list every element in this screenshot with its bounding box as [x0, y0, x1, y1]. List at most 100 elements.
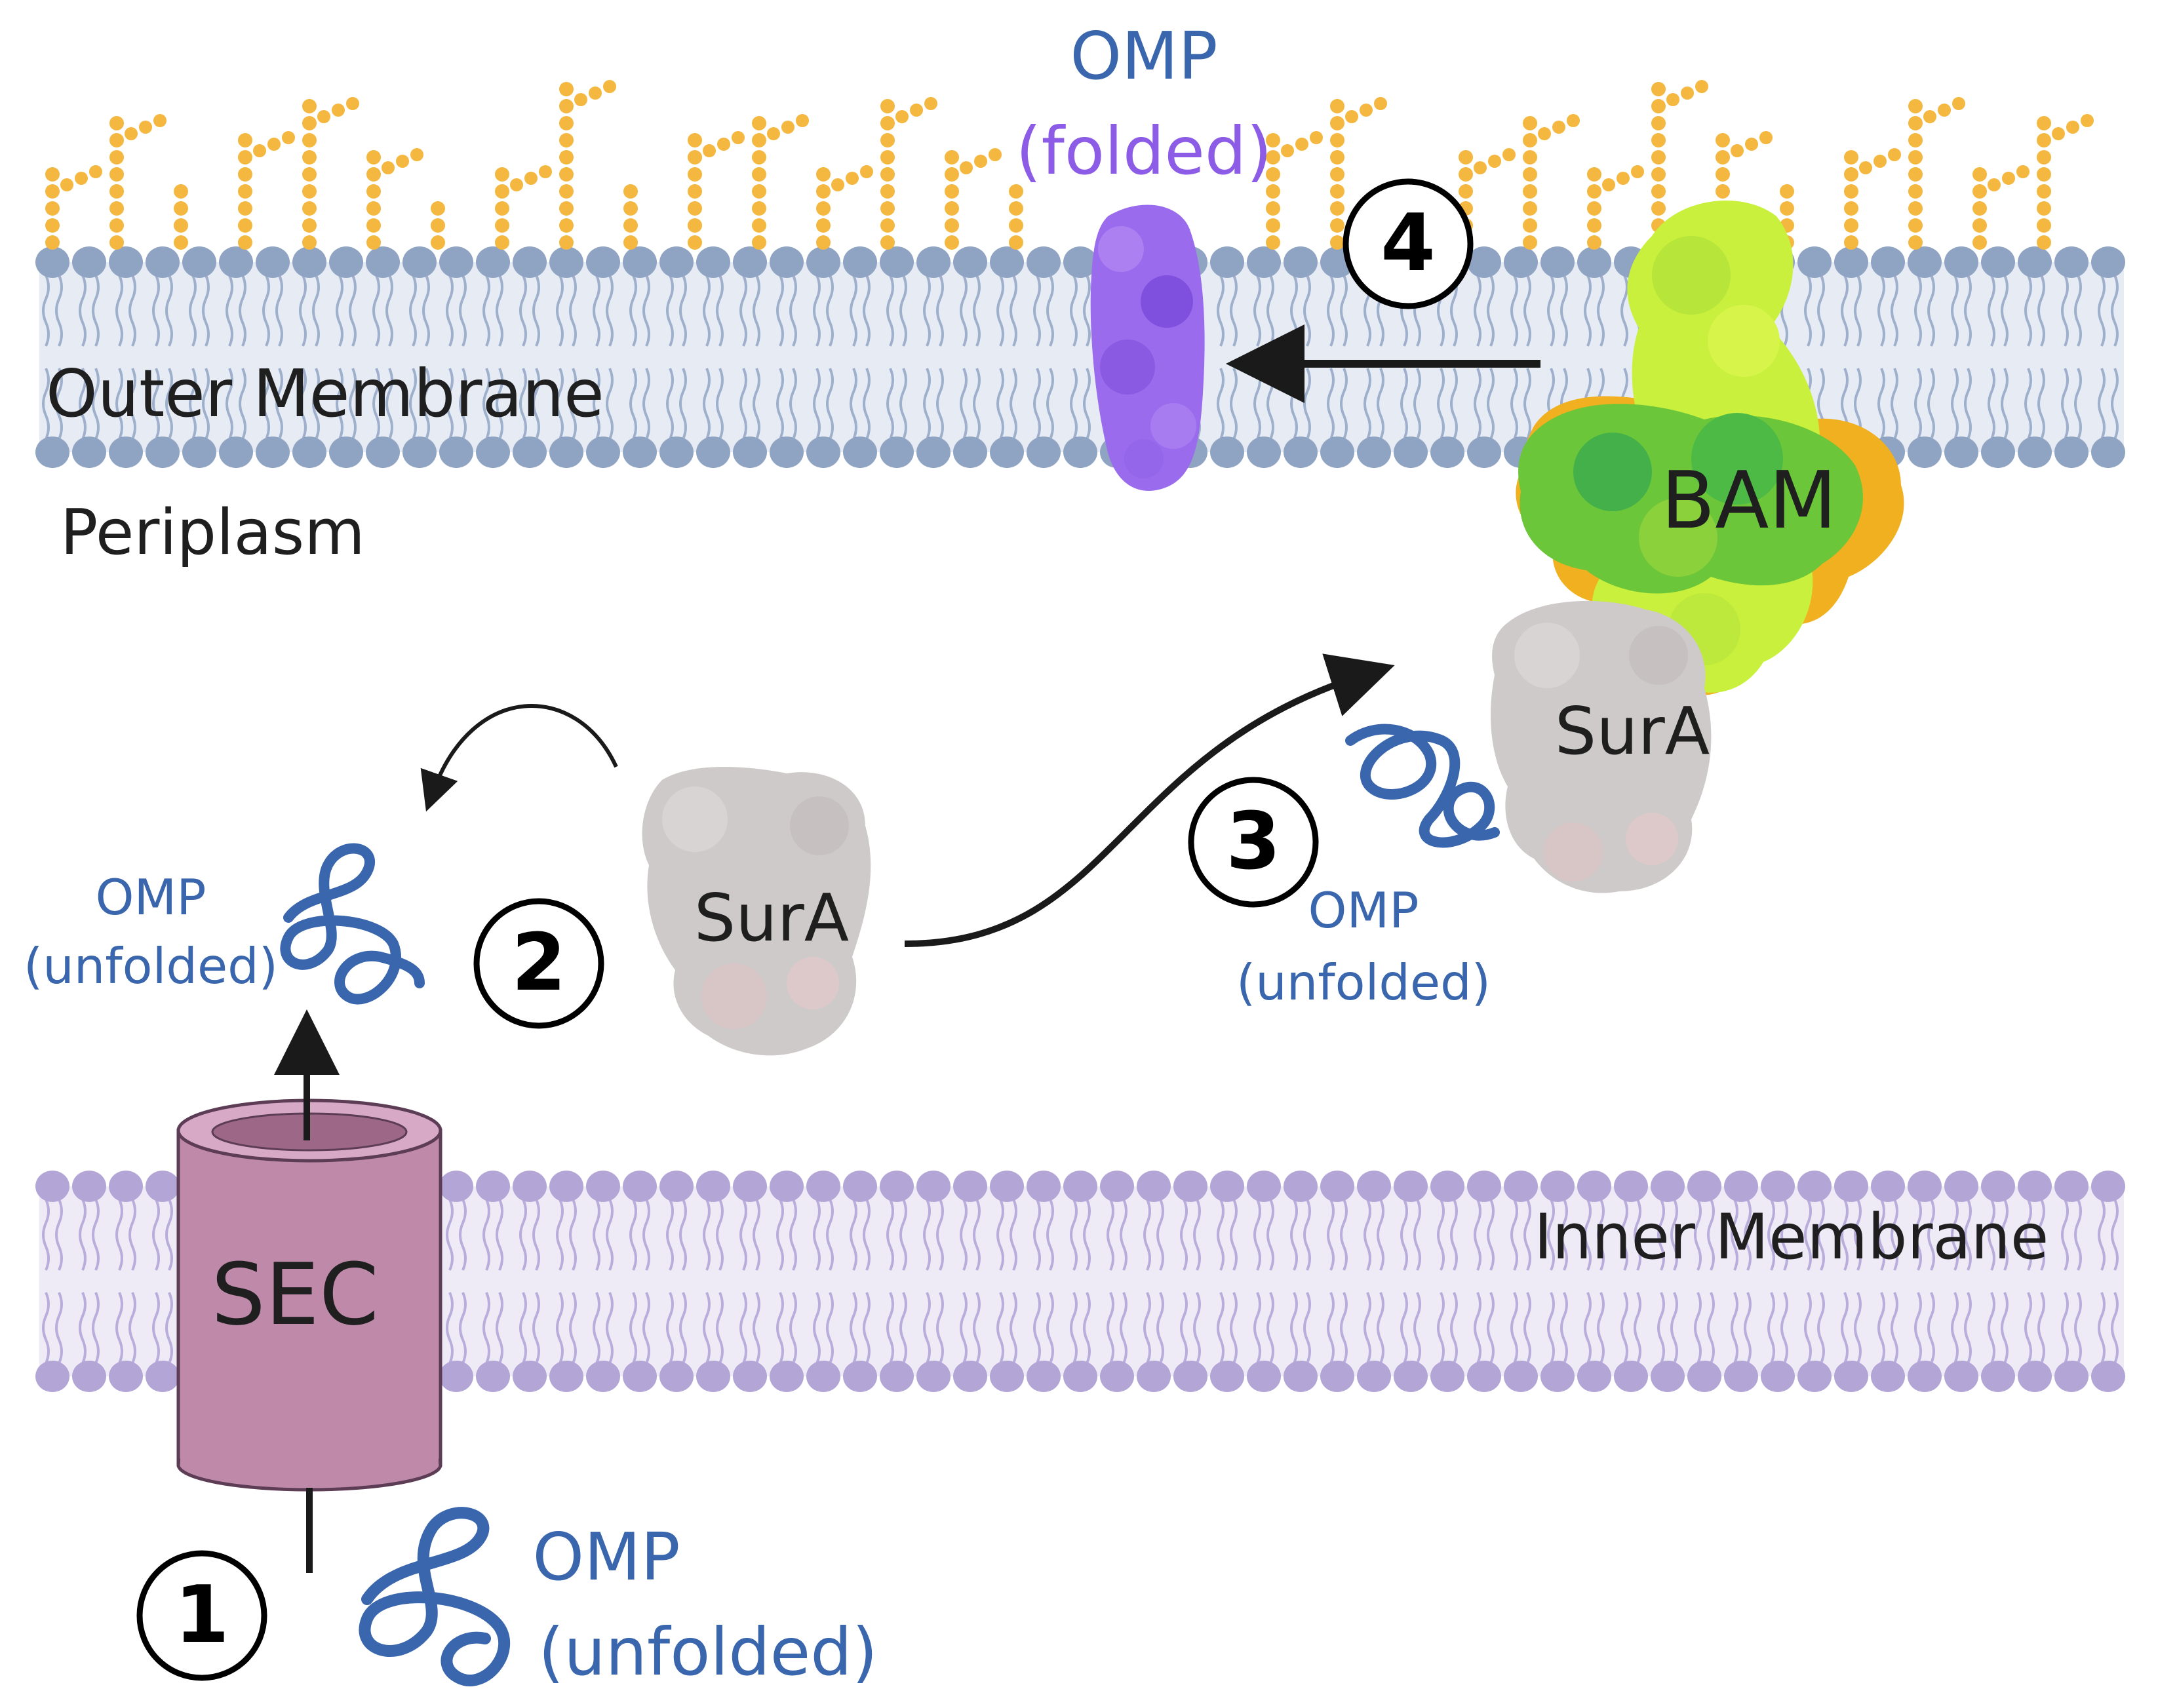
lps-sugar-bead [238, 218, 252, 233]
lps-sugar-bead [1745, 138, 1758, 151]
lipid-head [2018, 1361, 2052, 1392]
lipid-tail [960, 275, 968, 347]
lipid-tail [2037, 368, 2045, 440]
lipid-tail [1193, 1292, 1201, 1364]
process-arrows [274, 324, 1540, 1573]
lipid-head [35, 1361, 69, 1392]
lipid-tail [55, 1199, 63, 1271]
lipid-head [843, 437, 877, 468]
lipid-tail [629, 1199, 637, 1271]
lipid-tail [1620, 1199, 1628, 1271]
lipid-tail [336, 275, 343, 347]
outer-membrane-label: Outer Membrane [46, 355, 604, 432]
lipid-tail [593, 1199, 600, 1271]
lps-sugar-chains [45, 80, 2094, 250]
lipid-tail [336, 368, 343, 440]
lps-sugar-bead [1587, 235, 1601, 250]
lipid-head [292, 437, 326, 468]
lipid-head [1944, 1171, 1978, 1202]
lps-sugar-bead [1266, 150, 1280, 165]
lps-sugar-bead [559, 184, 574, 199]
lps-sugar-bead [332, 104, 345, 117]
lipid-tail [1340, 368, 1348, 440]
lps-sugar-bead [1972, 167, 1987, 182]
arrow-sura-to-bam [904, 653, 1395, 947]
lps-sugar-bead [1716, 150, 1730, 165]
lipid-tail [863, 1292, 871, 1364]
lipid-tail [1217, 368, 1225, 440]
lipid-tail [152, 1292, 160, 1364]
lipid-tail [1303, 368, 1311, 440]
lipid-tail [446, 1292, 454, 1364]
lps-sugar-bead [603, 80, 616, 93]
lps-sugar-bead [109, 218, 124, 233]
lipid-tail [1010, 368, 1017, 440]
lps-sugar-bead [880, 235, 895, 250]
lps-sugar-bead [366, 218, 381, 233]
lps-sugar-bead [1374, 97, 1387, 110]
lipid-tail [923, 1199, 931, 1271]
lipid-tail [936, 1199, 944, 1271]
lipid-head [659, 246, 694, 278]
lipid-tail [1363, 1199, 1371, 1271]
lipid-tail [1070, 1292, 1078, 1364]
lipid-tail [1988, 275, 1995, 347]
lipid-tail [92, 368, 100, 440]
lipid-tail [1033, 368, 1041, 440]
lipid-tail [1400, 368, 1408, 440]
lipid-tail [422, 368, 430, 440]
lipid-tail [1107, 1199, 1114, 1271]
lps-sugar-bead [174, 184, 188, 199]
lps-sugar-bead [1587, 201, 1601, 216]
lps-sugar-bead [510, 178, 523, 191]
lps-sugar-bead [1281, 144, 1294, 157]
lipid-tail [1744, 1292, 1752, 1364]
lipid-tail [1817, 275, 1825, 347]
lipid-head [1100, 1171, 1134, 1202]
lipid-head [1908, 246, 1942, 278]
lipid-tail [606, 1199, 614, 1271]
lps-sugar-bead [796, 114, 809, 127]
bam-yellow-blob [1708, 305, 1780, 377]
lps-sugar-bead [1908, 116, 1923, 130]
lipid-tail [973, 1199, 981, 1271]
lps-sugar-bead [732, 131, 745, 144]
lps-sugar-bead [45, 184, 60, 199]
folded-omp-blob [1124, 439, 1164, 478]
omp-unfolded-mid-label-line2: (unfolded) [1236, 954, 1491, 1011]
lipid-tail [1143, 1199, 1151, 1271]
bam-green-blob [1639, 498, 1717, 577]
lipid-head [1063, 437, 1097, 468]
lps-sugar-bead [974, 155, 987, 168]
lipid-tail [1290, 1199, 1298, 1271]
lipid-head [1357, 437, 1391, 468]
lipid-tail [1817, 1199, 1825, 1271]
lps-sugar-bead [302, 184, 317, 199]
lipid-tail [1413, 368, 1421, 440]
lps-sugar-bead [1502, 148, 1516, 161]
lps-sugar-bead [238, 235, 252, 250]
lps-sugar-bead [816, 184, 831, 199]
lipid-tail [1266, 1292, 1274, 1364]
lipid-tail [409, 368, 417, 440]
lipid-head [1908, 1361, 1942, 1392]
lipid-tail [519, 1292, 527, 1364]
lipid-tail [1877, 368, 1885, 440]
lipid-head [72, 1171, 106, 1202]
lipid-tail [1560, 1199, 1568, 1271]
lps-sugar-bead [1873, 155, 1887, 168]
lps-sugar-bead [1908, 99, 1923, 113]
omp-unfolded-bottom-label-line1: OMP [532, 1519, 680, 1595]
lps-sugar-bead [1972, 201, 1987, 216]
lipid-tail [1767, 1292, 1775, 1364]
lipid-tail [2061, 1292, 2069, 1364]
lipid-head [2018, 437, 2052, 468]
lipid-tail [299, 275, 307, 347]
step-1-marker: 1 [136, 1550, 267, 1681]
lipid-head [2091, 1171, 2125, 1202]
lipid-tail [152, 275, 160, 347]
lipid-tail [2037, 1292, 2045, 1364]
lipid-tail [2074, 368, 2082, 440]
lipid-head [1687, 1361, 1721, 1392]
lipid-tail [1327, 1199, 1335, 1271]
